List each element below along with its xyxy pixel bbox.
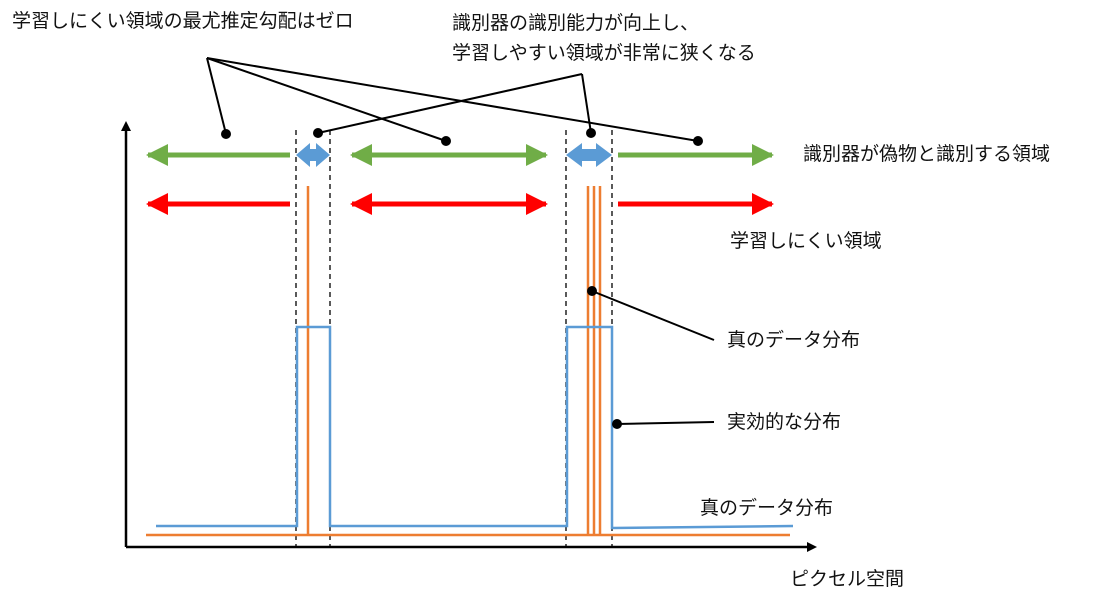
leader-line	[317, 73, 583, 134]
leader-dot	[587, 286, 597, 296]
narrow-region-line-1: 識別器の識別能力が向上し、	[452, 12, 700, 34]
true-data-distribution	[146, 186, 790, 537]
true-distribution-label: 真のデータ分布	[727, 329, 861, 351]
leader-dot	[612, 419, 622, 429]
leader-dot	[693, 136, 703, 146]
true-distribution-baseline-label: 真のデータ分布	[700, 497, 834, 519]
effective-distribution-label: 実効的な分布	[727, 411, 842, 433]
leader-dot	[221, 129, 231, 139]
leader-dot	[441, 136, 451, 146]
leader-dot	[586, 128, 596, 138]
leader-dot	[313, 128, 323, 138]
leader-line	[206, 57, 447, 142]
blue-arrow-narrow-1	[296, 143, 330, 167]
true-dist-leader	[591, 290, 715, 341]
hard-region-label: 学習しにくい領域	[730, 230, 882, 252]
effective-dist-leader	[616, 421, 715, 425]
x-axis-label: ピクセル空間	[790, 568, 905, 590]
leader-line	[206, 57, 227, 135]
leader-line	[581, 73, 592, 134]
leader-line	[206, 57, 699, 142]
narrow-region-annotation: 識別器の識別能力が向上し、 学習しやすい領域が非常に狭くなる	[452, 8, 756, 68]
blue-arrow-narrow-2	[566, 143, 612, 167]
narrow-region-line-2: 学習しやすい領域が非常に狭くなる	[452, 42, 756, 64]
zero-gradient-leaders	[206, 57, 699, 142]
fake-region-label: 識別器が偽物と識別する領域	[803, 143, 1051, 165]
region-boundary-lines	[295, 130, 613, 547]
zero-gradient-annotation: 学習しにくい領域の最尤推定勾配はゼロ	[12, 10, 354, 32]
effective-distribution-curve	[156, 325, 794, 530]
narrow-region-leaders	[317, 73, 592, 134]
